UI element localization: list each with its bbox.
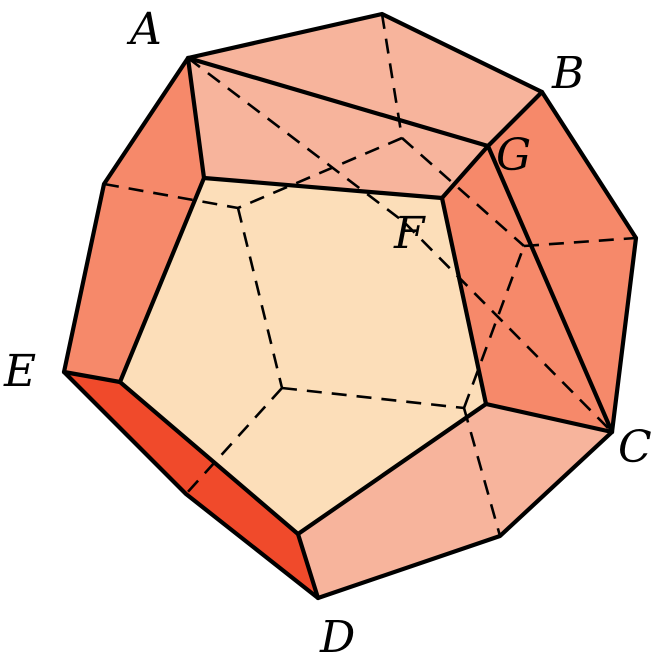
hidden-edge bbox=[462, 407, 502, 537]
hidden-edge bbox=[380, 13, 404, 139]
hidden-edge bbox=[103, 182, 239, 210]
vertex-labels: A B G F E C D bbox=[3, 4, 652, 658]
faces bbox=[64, 14, 636, 598]
hidden-diagonal-AF bbox=[187, 56, 405, 224]
front-face bbox=[120, 178, 486, 534]
front-face-outline bbox=[117, 175, 489, 537]
label-F: F bbox=[393, 208, 426, 259]
hidden-edge bbox=[401, 137, 525, 247]
top-face bbox=[188, 14, 542, 198]
edge-A-front bbox=[185, 55, 207, 181]
edge-D-front bbox=[295, 531, 321, 601]
hidden-edge bbox=[523, 236, 637, 248]
bottom-right-face bbox=[298, 404, 612, 598]
diagonal-GC bbox=[485, 143, 615, 435]
hidden-edge bbox=[281, 386, 465, 410]
label-G: G bbox=[496, 130, 531, 181]
label-A: A bbox=[126, 4, 162, 55]
edge-E-front bbox=[61, 369, 123, 385]
label-B: B bbox=[551, 48, 584, 99]
bottom-left-face bbox=[64, 372, 318, 598]
label-D: D bbox=[319, 612, 355, 658]
hidden-edge bbox=[236, 207, 284, 389]
silhouette bbox=[61, 11, 639, 601]
visible-edges bbox=[61, 11, 639, 601]
label-E: E bbox=[3, 346, 36, 397]
hidden-edge bbox=[462, 245, 526, 409]
hidden-edges bbox=[103, 13, 637, 537]
edge-C-front bbox=[483, 401, 615, 435]
label-C: C bbox=[618, 422, 652, 473]
edge-G-front bbox=[439, 143, 491, 201]
hidden-edge bbox=[237, 136, 403, 210]
upper-left-face bbox=[64, 58, 204, 382]
diagonal-AG bbox=[185, 55, 491, 149]
edge-B-G bbox=[485, 89, 545, 149]
